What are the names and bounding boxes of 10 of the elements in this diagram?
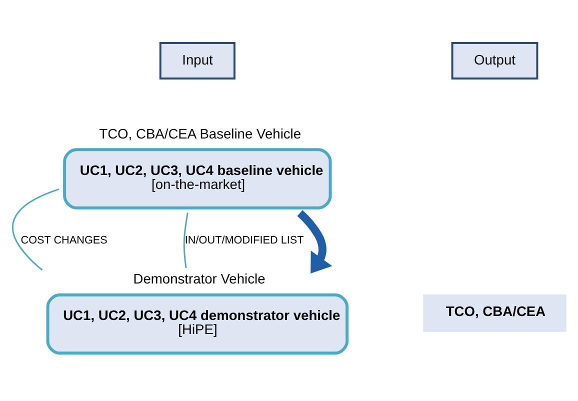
edge-label: COST CHANGES bbox=[20, 234, 108, 246]
connector bbox=[12, 188, 60, 271]
connector bbox=[183, 212, 188, 268]
node-label: TCO, CBA/CEA Baseline Vehicle bbox=[99, 125, 302, 142]
node-box: TCO, CBA/CEA bbox=[423, 294, 566, 332]
edge-label: IN/OUT/MODIFIED LIST bbox=[184, 234, 304, 246]
arrow bbox=[297, 210, 332, 274]
node-box: Output bbox=[451, 42, 538, 80]
node-label: Demonstrator Vehicle bbox=[133, 270, 266, 287]
node-box: Input bbox=[159, 42, 236, 80]
